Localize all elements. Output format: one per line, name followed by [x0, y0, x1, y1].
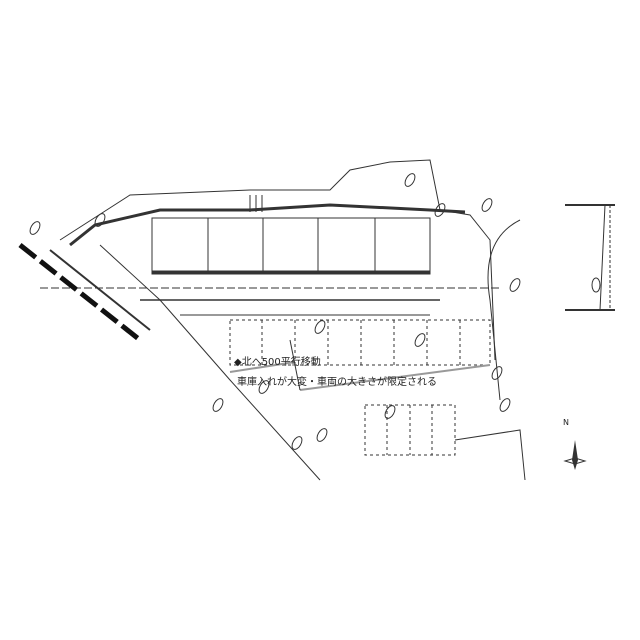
driveway-line: [299, 364, 491, 391]
tree-symbols: [29, 173, 601, 450]
site-boundary: [59, 159, 496, 361]
planned-building: [151, 217, 431, 275]
driveway-edge: [289, 339, 301, 391]
north-label: N: [563, 418, 569, 427]
note-shift-north: ◆北へ500平行移動: [234, 357, 321, 368]
lot-outline: [69, 203, 466, 247]
boundary-west: [99, 244, 321, 481]
driveway-line: [229, 361, 296, 373]
road-edge: [454, 429, 526, 481]
note-garage-difficulty: 車庫入れが大変・車両の大きさが限定される: [237, 377, 437, 388]
north-arrow-icon: [563, 440, 587, 470]
parking-spaces: [229, 319, 491, 456]
west-road-edge: [49, 249, 151, 331]
retaining-wall-hatch: [249, 195, 263, 212]
section-slope: [599, 204, 606, 311]
road-curve: [487, 219, 521, 401]
west-road: [18, 243, 142, 342]
